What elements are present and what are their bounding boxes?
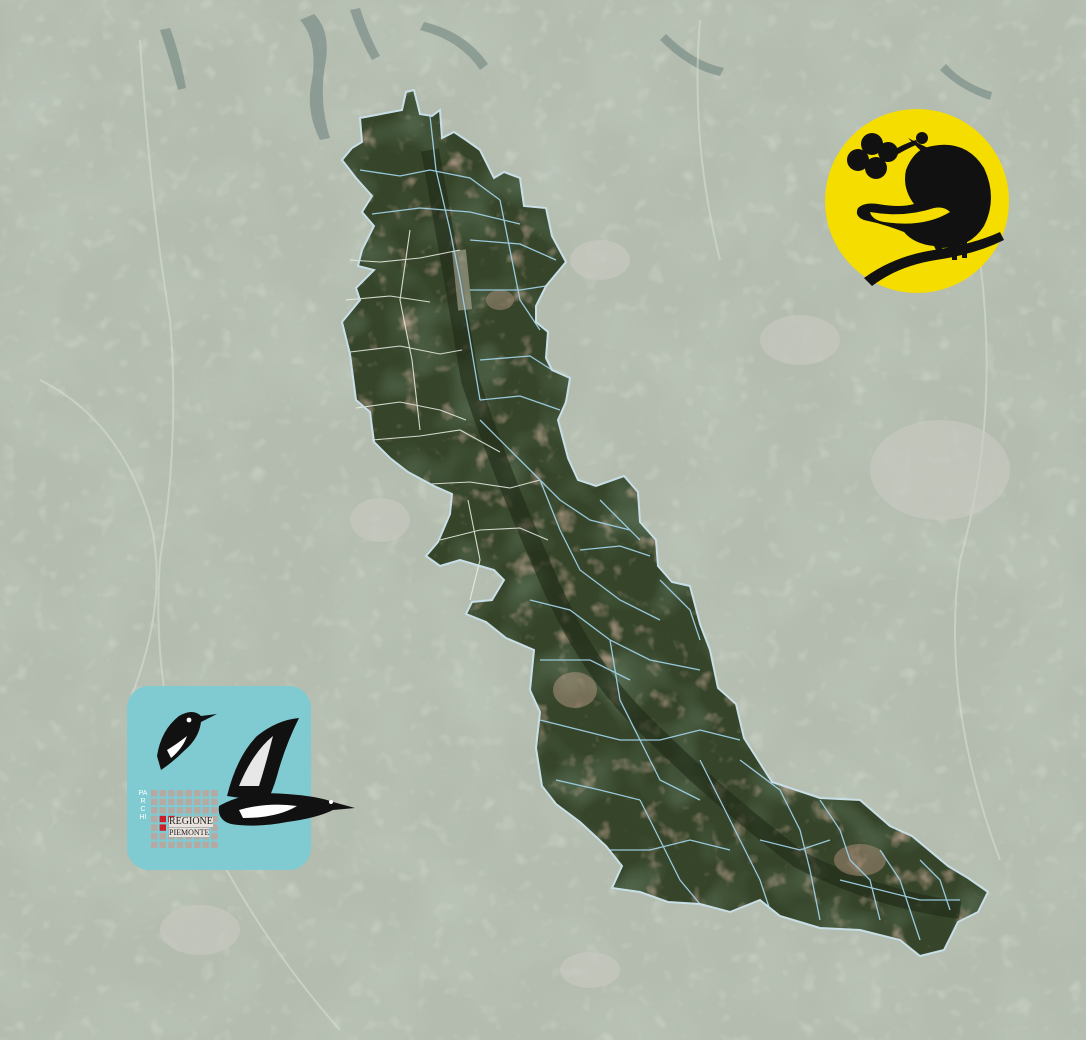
parchi-grid-square <box>211 815 218 823</box>
parchi-grid-square <box>185 807 192 814</box>
parchi-grid-square <box>168 807 175 814</box>
parchi-grid-square <box>151 824 158 831</box>
parchi-grid-square <box>151 841 158 848</box>
parchi-grid-square <box>202 807 209 814</box>
urban-areas <box>160 240 1010 988</box>
parchi-grid-square <box>168 798 175 805</box>
parchi-grid-square <box>151 833 158 840</box>
emblem-wing-highlight <box>870 207 950 224</box>
parchi-grid-square <box>194 790 201 797</box>
parchi-grid-square <box>159 833 166 840</box>
parchi-grid-square <box>194 841 201 848</box>
parchi-grid-square <box>159 798 166 805</box>
parchi-grid-square <box>159 790 166 797</box>
park-emblem: PARCHI REGIONE PIEMONTE <box>127 686 357 870</box>
rivers <box>39 19 1001 1031</box>
parchi-grid-square <box>211 824 218 831</box>
parchi-vertical-label: PARCHI <box>138 790 148 821</box>
parchi-grid-square <box>168 790 175 797</box>
emblem-ink <box>847 132 1004 286</box>
parchi-grid-square <box>176 798 184 805</box>
parchi-grid-square <box>211 841 218 848</box>
parchi-label-band <box>135 788 149 850</box>
kingfisher-icon <box>157 712 217 770</box>
bird-on-branch-emblem-icon <box>825 109 1009 293</box>
parchi-grid-square <box>159 841 166 848</box>
parchi-grid-square <box>185 790 192 797</box>
parchi-grid-square <box>176 790 184 797</box>
parchi-grid-square <box>202 790 209 797</box>
parchi-grid-square <box>151 815 158 823</box>
parchi-grid-square <box>194 798 201 805</box>
kingfisher-and-duck-park-emblem-icon <box>127 686 355 870</box>
parchi-grid-square <box>202 798 209 805</box>
parchi-grid-square <box>185 824 192 831</box>
parchi-grid-square <box>159 824 166 831</box>
parchi-grid-square <box>185 798 192 805</box>
region-name-line1: REGIONE <box>169 816 213 827</box>
parchi-grid-square <box>194 824 201 831</box>
parchi-grid-square <box>185 841 192 848</box>
parchi-grid-square <box>176 824 184 831</box>
municipal-borders-primary <box>359 115 960 941</box>
parchi-grid-square <box>211 833 218 840</box>
parchi-grid-square <box>194 807 201 814</box>
parchi-grid-square <box>168 841 175 848</box>
parchi-grid-square <box>202 824 209 831</box>
parchi-grid-square <box>151 798 158 805</box>
parchi-grid-square <box>211 790 218 797</box>
parchi-grid-square <box>211 807 218 814</box>
municipal-borders-secondary <box>345 229 549 601</box>
region-name-line2: PIEMONTE <box>169 828 210 837</box>
parchi-grid-square <box>202 841 209 848</box>
lakes <box>160 8 992 140</box>
duck-icon <box>218 718 355 826</box>
parchi-grid-square <box>151 807 158 814</box>
parchi-grid-square <box>159 815 166 823</box>
parchi-grid-square <box>176 841 184 848</box>
parchi-grid-square <box>151 790 158 797</box>
region-outline <box>340 88 990 958</box>
parchi-grid-square <box>159 807 166 814</box>
parchi-grid-square <box>211 798 218 805</box>
parchi-grid-square <box>168 824 175 831</box>
parchi-grid-square <box>176 807 184 814</box>
